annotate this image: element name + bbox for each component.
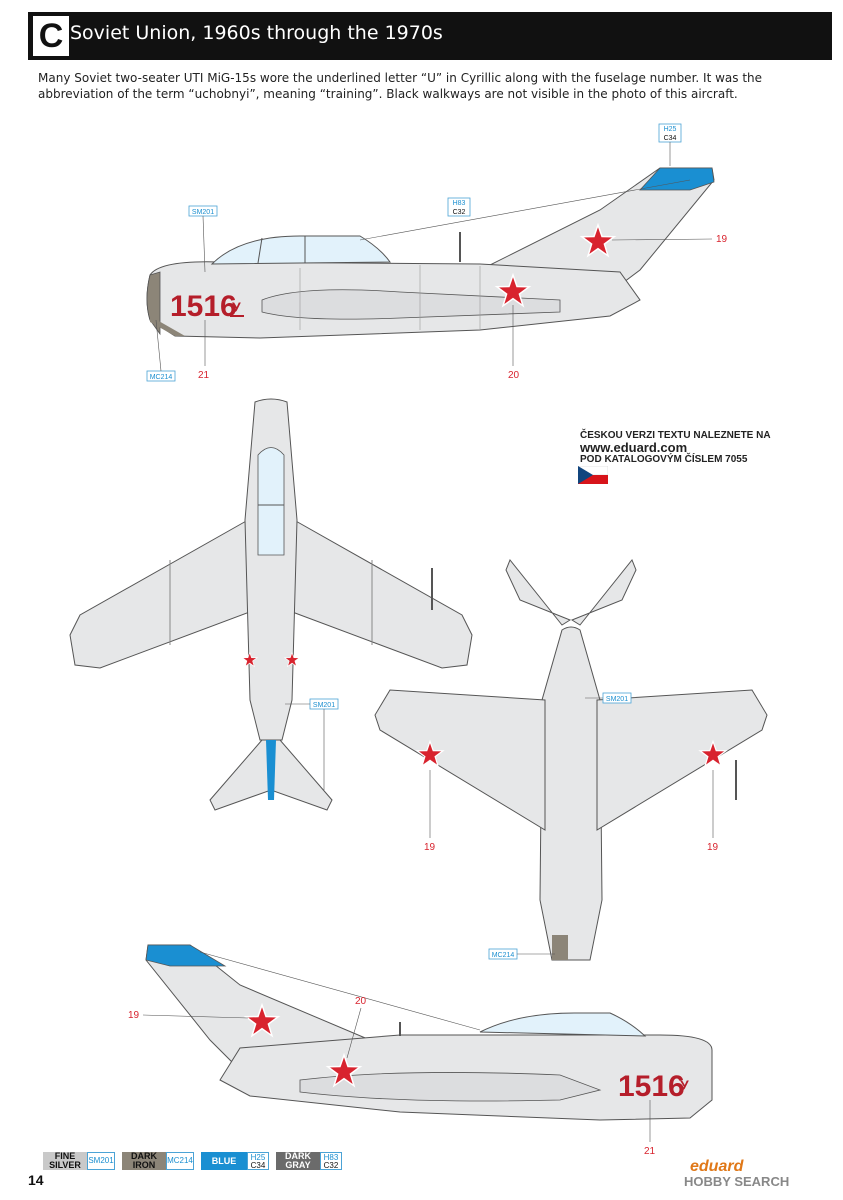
svg-text:19: 19 [707, 842, 719, 853]
svg-text:20: 20 [355, 996, 367, 1007]
svg-text:20: 20 [508, 370, 520, 381]
svg-text:У: У [680, 1077, 689, 1093]
page-number: 14 [28, 1172, 44, 1188]
eduard-logo: eduard [690, 1158, 744, 1175]
svg-text:MC214: MC214 [492, 952, 515, 959]
top-view [69, 398, 473, 811]
svg-text:SM201: SM201 [192, 209, 214, 216]
svg-text:19: 19 [128, 1010, 140, 1021]
czech-flag-icon [578, 466, 608, 484]
svg-text:H83: H83 [453, 200, 466, 207]
svg-text:H25: H25 [664, 126, 677, 133]
svg-text:19: 19 [716, 234, 728, 245]
eduard-link[interactable]: www.eduard.com [580, 440, 688, 455]
svg-text:C34: C34 [664, 135, 677, 142]
svg-text:MC214: MC214 [150, 374, 173, 381]
profile-title: Soviet Union, 1960s through the 1970s [70, 22, 443, 44]
svg-text:SM201: SM201 [606, 696, 628, 703]
callouts: SM201 MC214 H83 C32 H25 C34 19 20 21 SM2… [128, 123, 728, 1157]
side-profile-left: 1516 У [146, 167, 715, 339]
svg-text:C32: C32 [453, 209, 466, 216]
intro-text: Many Soviet two-seater UTI MiG-15s wore … [38, 71, 763, 101]
cyrillic-letter: У [232, 299, 241, 315]
svg-text:21: 21 [198, 370, 210, 381]
svg-text:21: 21 [644, 1146, 656, 1157]
header-bar: C Soviet Union, 1960s through the 1970s [28, 12, 832, 60]
profile-letter-badge: C [33, 16, 69, 56]
bottom-view [374, 559, 768, 961]
svg-text:SM201: SM201 [313, 702, 335, 709]
svg-text:1516: 1516 [618, 1070, 685, 1103]
czech-version-note: ČESKOU VERZI TEXTU NALEZNETE NA www.edua… [580, 430, 771, 465]
hobby-search-watermark: HOBBY SEARCH [684, 1174, 790, 1189]
side-profile-right: 1516 У [145, 944, 713, 1121]
svg-text:19: 19 [424, 842, 436, 853]
fuselage-number: 1516 [170, 290, 237, 323]
